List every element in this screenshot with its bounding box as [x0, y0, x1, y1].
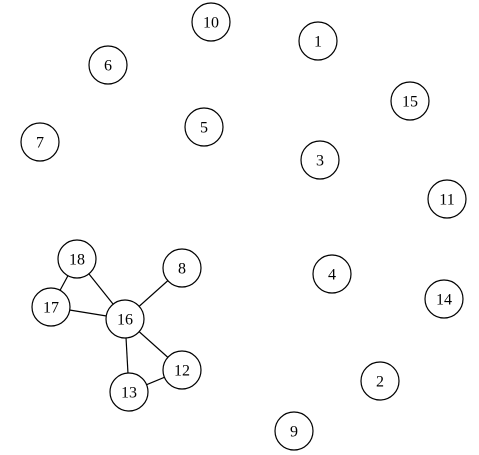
node-8: 8 — [162, 248, 202, 288]
node-label: 5 — [200, 120, 208, 137]
node-circle — [184, 107, 224, 147]
node-3: 3 — [300, 140, 340, 180]
node-14: 14 — [424, 279, 464, 319]
node-10: 10 — [191, 2, 231, 42]
node-circle — [191, 2, 231, 42]
node-label: 12 — [174, 363, 190, 380]
node-label: 4 — [328, 267, 336, 284]
node-5: 5 — [184, 107, 224, 147]
node-label: 15 — [402, 94, 418, 111]
node-label: 18 — [69, 252, 85, 269]
node-7: 7 — [20, 122, 60, 162]
node-11: 11 — [427, 179, 467, 219]
node-circle — [31, 287, 71, 327]
node-circle — [312, 254, 352, 294]
node-label: 9 — [290, 424, 298, 441]
node-circle — [360, 361, 400, 401]
node-1: 1 — [298, 21, 338, 61]
node-4: 4 — [312, 254, 352, 294]
node-circle — [298, 21, 338, 61]
node-circle — [390, 81, 430, 121]
node-circle — [162, 350, 202, 390]
node-circle — [162, 248, 202, 288]
node-label: 8 — [178, 261, 186, 278]
node-18: 18 — [57, 239, 97, 279]
node-label: 16 — [117, 312, 133, 329]
node-label: 17 — [43, 300, 59, 317]
node-label: 11 — [439, 192, 454, 209]
node-circle — [274, 411, 314, 451]
node-17: 17 — [31, 287, 71, 327]
node-label: 7 — [36, 135, 44, 152]
node-label: 14 — [436, 292, 452, 309]
node-label: 1 — [314, 34, 322, 51]
node-circle — [424, 279, 464, 319]
node-circle — [105, 299, 145, 339]
node-circle — [427, 179, 467, 219]
node-circle — [300, 140, 340, 180]
node-12: 12 — [162, 350, 202, 390]
node-9: 9 — [274, 411, 314, 451]
node-label: 6 — [104, 58, 112, 75]
node-label: 10 — [203, 15, 219, 32]
node-13: 13 — [109, 372, 149, 412]
node-label: 13 — [121, 385, 137, 402]
node-circle — [20, 122, 60, 162]
node-circle — [109, 372, 149, 412]
node-circle — [57, 239, 97, 279]
node-6: 6 — [88, 45, 128, 85]
node-2: 2 — [360, 361, 400, 401]
node-16: 16 — [105, 299, 145, 339]
node-label: 2 — [376, 374, 384, 391]
node-circle — [88, 45, 128, 85]
node-label: 3 — [316, 153, 324, 170]
node-15: 15 — [390, 81, 430, 121]
